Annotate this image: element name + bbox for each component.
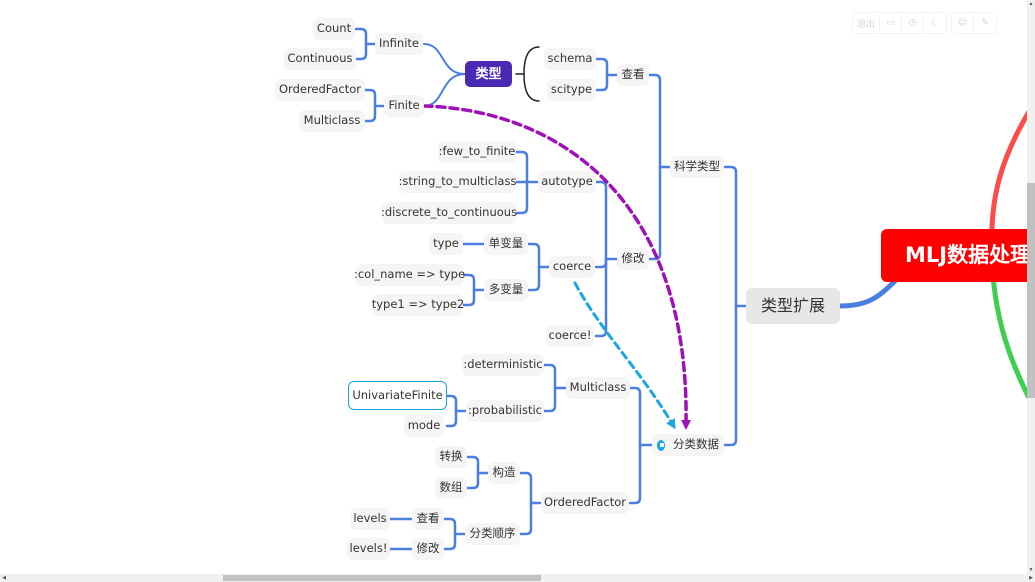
link-infinite-branch <box>354 42 368 61</box>
vertical-scroll-thumb[interactable] <box>1027 183 1035 398</box>
node-continuous[interactable]: Continuous <box>284 48 356 70</box>
link-order-branch <box>442 532 457 551</box>
link-multiclass-branch <box>542 386 557 413</box>
relation-coerce-categorical <box>573 281 676 430</box>
root-node[interactable]: MLJ数据处理 <box>881 229 1027 282</box>
toolbar-group-right: ☺ ✎ <box>951 12 998 34</box>
link-categorical-branch <box>628 386 642 447</box>
link-autotype-branch <box>514 150 529 184</box>
link-scitype-branch <box>647 73 662 169</box>
link-multi-branch <box>461 273 476 292</box>
node-deterministic[interactable]: :deterministic <box>462 354 544 376</box>
scroll-corner: ▶ <box>1027 574 1035 582</box>
node-schema[interactable]: schema <box>544 48 596 70</box>
node-coerce-bang[interactable]: coerce! <box>546 325 594 347</box>
node-string-to-multiclass[interactable]: :string_to_multiclass <box>399 171 516 193</box>
node-orderedfactor-type[interactable]: OrderedFactor <box>275 79 365 101</box>
categorical-data-label: 分类数据 <box>673 437 719 452</box>
node-categorical-data[interactable]: 分类数据 <box>652 434 724 456</box>
node-modify-levels[interactable]: 修改 <box>412 538 444 560</box>
node-levels[interactable]: levels <box>350 508 390 530</box>
node-univariatefinite[interactable]: UnivariateFinite <box>348 381 447 410</box>
scroll-down-icon[interactable]: ▼ <box>1028 567 1034 573</box>
node-mode[interactable]: mode <box>404 415 444 437</box>
node-few-to-finite[interactable]: :few_to_finite <box>438 141 516 163</box>
link-probabilistic-branch <box>445 409 458 428</box>
scroll-right-icon[interactable]: ▶ <box>1029 575 1033 581</box>
node-single-variable[interactable]: 单变量 <box>484 233 528 255</box>
link-finite-branch <box>363 104 377 123</box>
node-count[interactable]: Count <box>313 18 355 40</box>
link-finite-branch <box>363 88 377 108</box>
link-orderedfactor-branch <box>518 471 533 505</box>
link-branch-branch <box>722 304 738 447</box>
node-finite[interactable]: Finite <box>384 95 424 117</box>
scroll-left-icon[interactable]: ◀ <box>2 575 6 581</box>
link-modify-branch <box>594 257 608 338</box>
node-infinite[interactable]: Infinite <box>375 33 423 55</box>
vertical-scrollbar[interactable]: ▲ ▼ <box>1027 0 1035 574</box>
link-modify-branch <box>594 257 608 269</box>
horizontal-scroll-thumb[interactable] <box>223 575 541 581</box>
node-autotype[interactable]: autotype <box>538 171 596 193</box>
link-branch-branch <box>722 165 738 308</box>
brace <box>523 46 540 102</box>
node-construct[interactable]: 构造 <box>488 462 520 484</box>
node-convert[interactable]: 转换 <box>435 446 467 468</box>
clock-icon[interactable]: ◷ <box>902 13 925 33</box>
link-multiclass-branch <box>542 363 557 390</box>
flag-icon <box>657 439 665 451</box>
moon-icon[interactable]: ☾ <box>930 18 940 28</box>
node-array[interactable]: 数组 <box>435 477 467 499</box>
node-scientific-type[interactable]: 科学类型 <box>670 156 724 178</box>
link-modify-branch <box>594 180 608 261</box>
node-modify-scitype[interactable]: 修改 <box>617 248 649 270</box>
link-categorical-branch <box>628 443 642 505</box>
link-autotype-branch <box>514 180 529 215</box>
smiley-icon[interactable]: ☺ <box>952 13 975 33</box>
node-type-extension[interactable]: 类型扩展 <box>746 288 840 324</box>
node-type-single[interactable]: type <box>429 233 463 255</box>
node-col-name-type[interactable]: :col_name => type <box>354 264 465 286</box>
node-orderedfactor[interactable]: OrderedFactor <box>541 492 629 514</box>
link-infinite-branch <box>354 27 368 46</box>
link-type-infinite <box>423 43 466 75</box>
link-orderedfactor-branch <box>518 501 533 536</box>
toolbar-group-left: 退出 ▭ ◷ ☾ <box>852 12 948 34</box>
node-type[interactable]: 类型 <box>465 61 512 87</box>
link-construct-branch <box>465 471 480 490</box>
node-discrete-to-continuous[interactable]: :discrete_to_continuous <box>381 202 517 224</box>
link-type-finite <box>423 73 466 107</box>
horizontal-scrollbar[interactable]: ◀ <box>0 574 1027 582</box>
link-root-green <box>989 259 1027 400</box>
node-multi-variable[interactable]: 多变量 <box>484 279 528 301</box>
mindmap-canvas[interactable]: Count Continuous Infinite OrderedFactor … <box>0 0 1027 574</box>
node-probabilistic[interactable]: :probabilistic <box>466 400 544 422</box>
node-view-levels[interactable]: 查看 <box>412 508 444 530</box>
pin-icon[interactable]: ✎ <box>981 18 989 28</box>
node-category-order[interactable]: 分类顺序 <box>465 523 520 545</box>
toolbar: 退出 ▭ ◷ ☾ ☺ ✎ <box>852 12 998 34</box>
link-order-branch <box>442 517 457 536</box>
link-view-branch <box>594 57 609 77</box>
link-multi-branch <box>461 288 476 307</box>
node-multiclass[interactable]: Multiclass <box>566 377 630 399</box>
outline-icon[interactable]: ▭ <box>880 13 903 33</box>
relation-finite-categorical <box>422 104 692 430</box>
node-multiclass-type[interactable]: Multiclass <box>299 110 365 132</box>
node-coerce[interactable]: coerce <box>549 256 595 278</box>
link-coerce-branch <box>526 242 541 269</box>
node-scitype[interactable]: scitype <box>547 79 596 101</box>
node-view-scitype[interactable]: 查看 <box>617 64 649 86</box>
node-type1-type2[interactable]: type1 => type2 <box>372 294 464 316</box>
link-probabilistic-branch <box>445 394 458 413</box>
link-view-branch <box>594 73 609 92</box>
link-construct-branch <box>465 455 480 475</box>
link-coerce-branch <box>526 265 541 292</box>
link-scitype-branch <box>647 165 662 261</box>
node-levels-bang[interactable]: levels! <box>347 538 390 560</box>
exit-button[interactable]: 退出 <box>853 13 881 33</box>
scroll-up-icon[interactable]: ▲ <box>1028 1 1034 7</box>
